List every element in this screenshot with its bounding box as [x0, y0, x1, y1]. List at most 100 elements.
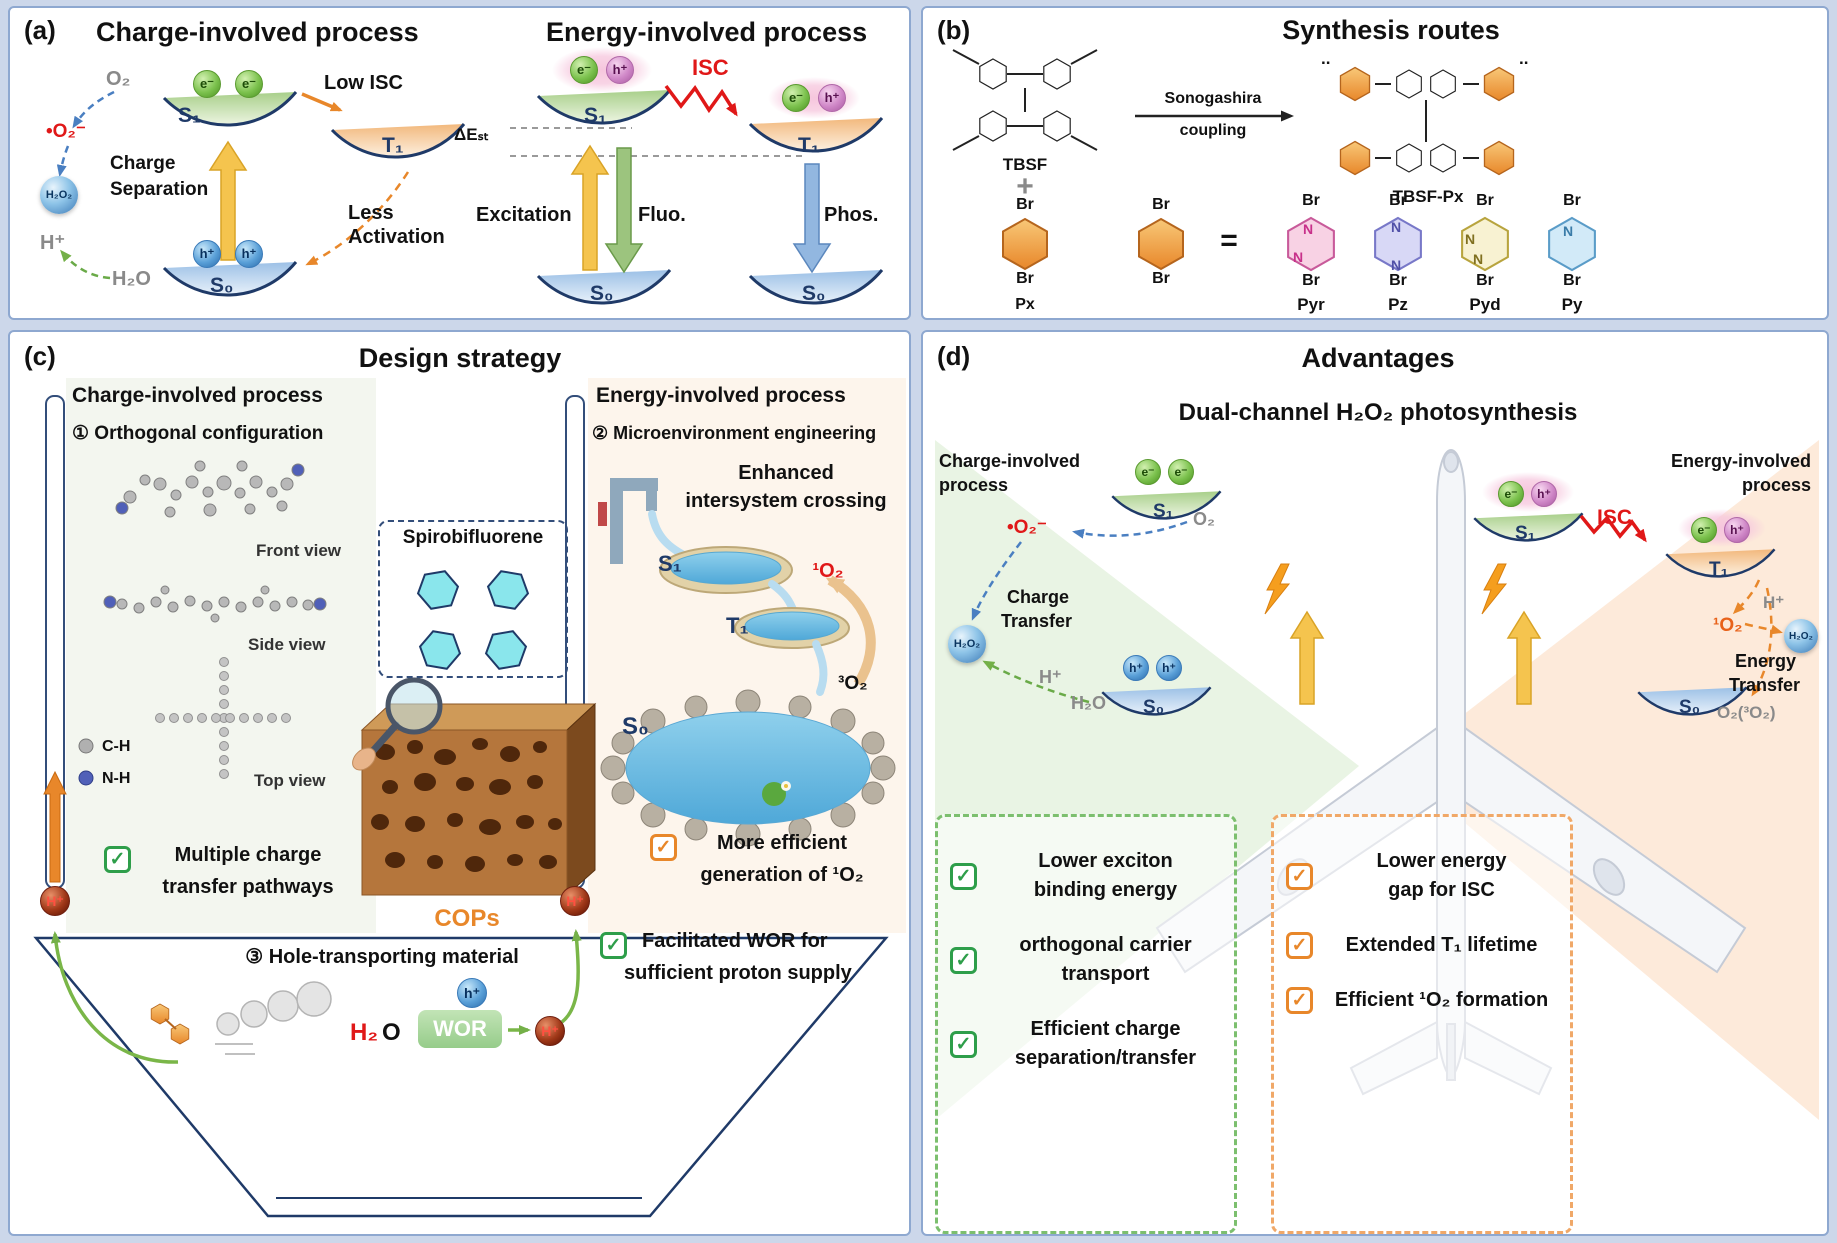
- h2o-label: O: [382, 1019, 401, 1046]
- h2o-label: H₂: [350, 1019, 378, 1046]
- advantage-text: orthogonal carrier transport: [989, 931, 1222, 989]
- s0-label: S₀: [1679, 697, 1701, 718]
- t1-label: T₁: [382, 134, 404, 157]
- t1-label: T₁: [726, 613, 749, 638]
- br-label: Br: [1476, 192, 1494, 209]
- molecule-front-view: [115, 460, 305, 518]
- s0-label: S₀: [210, 274, 234, 297]
- h2o2-sphere: H₂O₂: [948, 625, 986, 663]
- electron-ball: e⁻: [782, 84, 810, 112]
- proton-ball: H⁺: [40, 886, 70, 916]
- px-label: Px: [1015, 296, 1035, 313]
- lightning-icon: [1481, 563, 1507, 615]
- charge-separation-label: Separation: [110, 179, 209, 200]
- pyr-label: Pyr: [1297, 295, 1325, 314]
- panel-d-tag: (d): [937, 341, 971, 371]
- panel-c-graphics: [33, 378, 906, 1218]
- charge-process-title: Charge-involved process: [96, 17, 419, 47]
- br-label: Br: [1016, 270, 1034, 287]
- advantage-text: Extended T₁ lifetime: [1325, 931, 1558, 960]
- proton-ball: H⁺: [535, 1016, 565, 1046]
- charge-process-header: Charge-involved process: [72, 384, 323, 407]
- advantage-item: ✓ Extended T₁ lifetime: [1286, 931, 1558, 960]
- s1-pool: [659, 546, 793, 594]
- t1-pool: [734, 607, 850, 649]
- hole-ball: h⁺: [1123, 655, 1149, 681]
- superoxide-label: •O₂⁻: [46, 121, 86, 142]
- panel-c-tag: (c): [24, 341, 56, 371]
- br-label: Br: [1302, 192, 1320, 209]
- tbsf-px-label: TBSF-Px: [1392, 187, 1464, 206]
- panel-a-tag: (a): [24, 15, 56, 45]
- energy-transfer-label: Energy: [1735, 651, 1797, 671]
- triplet-oxygen-label: ³O₂: [838, 673, 868, 694]
- porous-cube: [360, 702, 597, 897]
- low-isc-arrow: [301, 92, 343, 112]
- nh-legend-dot: [78, 770, 94, 786]
- spirobifluorene-box: [378, 520, 568, 678]
- charge-region-tint: [66, 378, 376, 933]
- o2-to-superoxide-arrow: [1072, 520, 1188, 539]
- reaction-name: coupling: [1179, 122, 1247, 139]
- h2o-to-h2o2-arrow: [982, 660, 1090, 704]
- checkbox-icon: ✓: [650, 834, 677, 861]
- cascade-t1-pond: [812, 640, 828, 696]
- side-view-label: Side view: [248, 635, 326, 654]
- checkbox-icon: ✓: [950, 1030, 977, 1058]
- panel-b-graphics: N N N N N N N: [952, 49, 1596, 273]
- hole-ball: h⁺: [606, 56, 634, 84]
- br-label: Br: [1476, 272, 1494, 289]
- nh-legend-label: N-H: [102, 770, 131, 787]
- spirobifluorene-label: Spirobifluorene: [402, 527, 544, 548]
- electron-ball: e⁻: [193, 70, 221, 98]
- h2o-label: H₂O: [1071, 693, 1106, 713]
- panel-c: (c) Design strategy Charge-involved proc…: [8, 330, 911, 1236]
- excitation-label: Excitation: [476, 204, 572, 226]
- t1-label: T₁: [1709, 559, 1729, 580]
- advantage-item: ✓ Lower energy gap for ISC: [1286, 847, 1558, 905]
- nitrogen-atom: N: [1473, 251, 1483, 267]
- h2o2-sphere: H₂O₂: [40, 176, 78, 214]
- fluorescence-label: Fluo.: [638, 204, 686, 226]
- ch-legend-dot: [78, 738, 94, 754]
- advantage-text: Efficient charge separation/transfer: [989, 1015, 1222, 1073]
- panel-b-tag: (b): [937, 15, 971, 45]
- wor-check-label: Facilitated WOR for: [642, 930, 828, 952]
- hole-ball: h⁺: [1531, 481, 1557, 507]
- exciton-glow: [1482, 472, 1574, 512]
- advantage-line: Efficient ¹O₂ formation: [1334, 989, 1549, 1011]
- h2o2-sphere: H₂O₂: [1784, 619, 1818, 653]
- dual-channel-subtitle: Dual-channel H₂O₂ photosynthesis: [1178, 399, 1578, 426]
- charge-process-header: process: [939, 475, 1009, 495]
- energy-advantages-box: ✓ Lower energy gap for ISC ✓ Extended T₁…: [1271, 814, 1573, 1234]
- checkbox-icon: ✓: [1286, 862, 1313, 890]
- less-activation-label: Less: [348, 202, 394, 224]
- reaction-name: Sonogashira: [1164, 90, 1262, 107]
- s1-label: S₁: [584, 104, 607, 127]
- s1-label: S₁: [1515, 523, 1536, 544]
- continuation-dots: ..: [1321, 49, 1331, 68]
- singlet-oxygen-label: ¹O₂: [812, 560, 844, 582]
- nitrogen-atom: N: [1303, 221, 1313, 237]
- wor-check-label: sufficient proton supply: [624, 962, 852, 984]
- charge-transfer-label: Transfer: [1001, 611, 1073, 631]
- energy-process-header: Energy-involved process: [596, 384, 846, 407]
- proton-ball: H⁺: [560, 886, 590, 916]
- hole-ball: h⁺: [818, 84, 846, 112]
- low-isc-label: Low ISC: [324, 72, 403, 94]
- t1-to-singlet-arrow: [1732, 579, 1761, 615]
- charge-advantages-box: ✓ Lower exciton binding energy ✓ orthogo…: [935, 814, 1237, 1234]
- energy-process-header: Energy-involved: [1670, 451, 1811, 471]
- electron-ball: e⁻: [235, 70, 263, 98]
- h2o-to-hplus-arrow: [60, 249, 111, 280]
- checkbox-icon: ✓: [1286, 932, 1313, 959]
- singlet-to-h2o2-arrow: [1744, 622, 1783, 635]
- continuation-dots: ..: [1519, 49, 1529, 68]
- s1-label: S₁: [178, 104, 201, 127]
- checkbox-icon: ✓: [950, 862, 977, 890]
- advantage-line: Lower energy: [1376, 850, 1507, 872]
- advantage-item: ✓ orthogonal carrier transport: [950, 931, 1222, 989]
- charge-process-header: Charge-involved: [939, 451, 1081, 471]
- o2-to-superoxide-arrow: [72, 90, 115, 129]
- hole-transport-label: ③ Hole-transporting material: [245, 946, 519, 968]
